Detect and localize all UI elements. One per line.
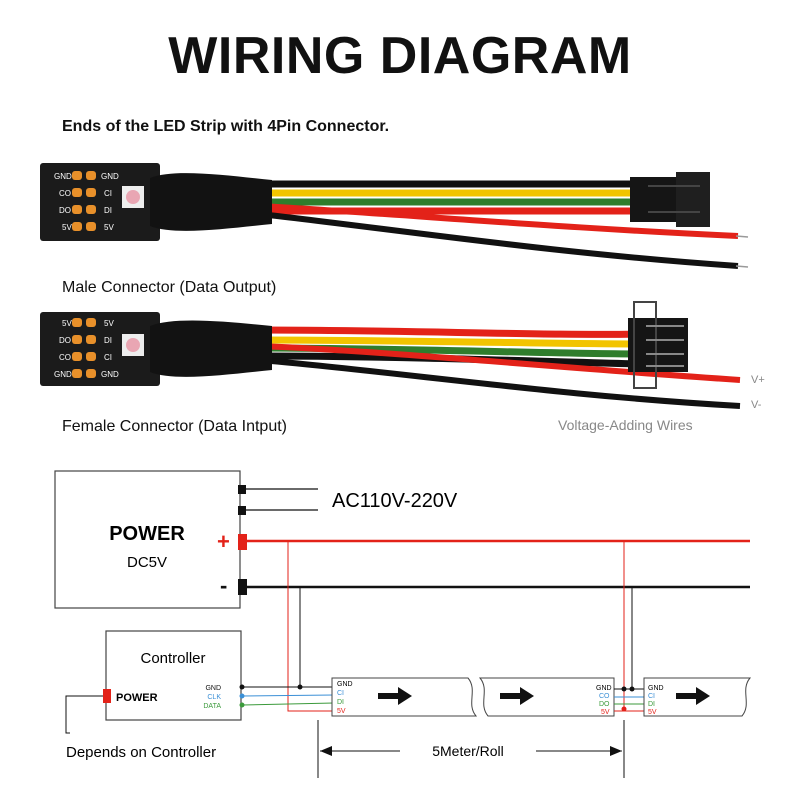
controller-box bbox=[105, 630, 242, 721]
female-pads bbox=[72, 318, 96, 378]
pad-label: DI bbox=[104, 336, 112, 345]
pad-label: DO bbox=[59, 206, 71, 215]
female-wire-bundle bbox=[259, 326, 741, 409]
strip-pin-label: DO bbox=[599, 701, 610, 708]
controller-power-lead bbox=[65, 695, 103, 734]
male-heatshrink-sleeve bbox=[150, 173, 272, 231]
minus-terminal-label: - bbox=[220, 573, 227, 598]
female-strip-pcb bbox=[40, 312, 160, 386]
plus-terminal-label: + bbox=[217, 529, 230, 554]
strip-pin-label: 5V bbox=[648, 709, 657, 716]
data-signal-line bbox=[241, 702, 335, 706]
controller-power-port bbox=[103, 689, 111, 703]
pad-label: 5V bbox=[104, 223, 114, 232]
v-plus-label: V+ bbox=[751, 374, 765, 386]
pad-label: DO bbox=[59, 336, 71, 345]
pad-label: CO bbox=[59, 353, 71, 362]
strip-pin-label: CI bbox=[648, 693, 655, 700]
male-connector-assembly: GND CO DO 5V GND CI DI 5V bbox=[40, 163, 749, 269]
controller-pin-clk: CLK bbox=[207, 694, 221, 701]
pad-label: GND bbox=[101, 370, 119, 379]
clk-signal-line bbox=[241, 694, 335, 697]
length-label: 5Meter/Roll bbox=[432, 743, 504, 759]
strip-pin-label: CI bbox=[337, 690, 344, 697]
page-title: WIRING DIAGRAM bbox=[168, 27, 632, 85]
pad-label: GND bbox=[101, 172, 119, 181]
strip-pin-label: 5V bbox=[601, 709, 610, 716]
female-heatshrink-sleeve bbox=[150, 320, 272, 377]
strip-pin-label: CO bbox=[599, 693, 610, 700]
pad-label: GND bbox=[54, 370, 72, 379]
controller-note: Depends on Controller bbox=[66, 744, 216, 761]
arrow-right-icon bbox=[378, 687, 412, 705]
pad-label: CO bbox=[59, 189, 71, 198]
pad-label: CI bbox=[104, 353, 112, 362]
power-supply-box bbox=[54, 470, 241, 609]
strip-segment-2 bbox=[478, 677, 615, 717]
male-strip-pcb bbox=[40, 163, 160, 241]
minus-terminal bbox=[238, 579, 247, 595]
strip-pin-label: DI bbox=[648, 701, 655, 708]
voltage-wires-label: Voltage-Adding Wires bbox=[558, 417, 693, 433]
female-connector-caption: Female Connector (Data Intput) bbox=[62, 418, 287, 435]
power-supply-title: POWER bbox=[109, 523, 185, 545]
arrow-right-icon bbox=[676, 687, 710, 705]
arrow-right-icon bbox=[500, 687, 534, 705]
strip-pin-label: DI bbox=[337, 699, 344, 706]
male-pads-left bbox=[72, 171, 96, 231]
strip-heading: Ends of the LED Strip with 4Pin Connecto… bbox=[62, 118, 390, 135]
strip-pin-label: GND bbox=[596, 685, 612, 692]
controller-title: Controller bbox=[140, 650, 205, 667]
power-supply-voltage: DC5V bbox=[127, 554, 167, 571]
pad-label: 5V bbox=[62, 223, 72, 232]
v-minus-label: V- bbox=[751, 399, 762, 411]
pad-label: GND bbox=[54, 172, 72, 181]
pad-label: CI bbox=[104, 189, 112, 198]
strip-pin-label: 5V bbox=[337, 708, 346, 715]
male-wire-bundle bbox=[259, 180, 749, 269]
pad-label: DI bbox=[104, 206, 112, 215]
strip-pin-label: GND bbox=[648, 685, 664, 692]
rail-drop-5v bbox=[287, 541, 334, 712]
strip-pin-label: GND bbox=[337, 681, 353, 688]
controller-pin-gnd: GND bbox=[205, 685, 221, 692]
controller-power-label: POWER bbox=[116, 692, 158, 704]
controller-pin-data: DATA bbox=[203, 703, 221, 710]
female-connector-assembly: 5V DO CO GND 5V DI CI GND bbox=[40, 301, 741, 409]
male-connector-caption: Male Connector (Data Output) bbox=[62, 279, 277, 296]
plus-terminal bbox=[238, 534, 247, 550]
pad-label: 5V bbox=[62, 319, 72, 328]
pad-label: 5V bbox=[104, 319, 114, 328]
ac-voltage-label: AC110V-220V bbox=[332, 490, 458, 512]
